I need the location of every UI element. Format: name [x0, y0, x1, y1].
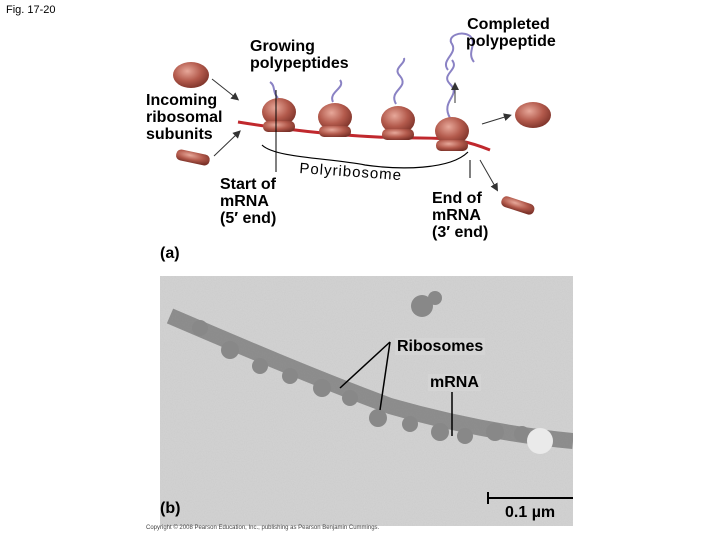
panel-a-label: (a) [160, 245, 180, 262]
polyribosome-diagram [0, 0, 720, 270]
copyright-text: Copyright © 2008 Pearson Education, Inc.… [146, 525, 379, 531]
incoming-large-subunit [173, 62, 209, 88]
released-large-subunit [515, 102, 551, 128]
arrow-released-large [482, 116, 508, 124]
micrograph-mrna-label: mRNA [428, 374, 481, 391]
ribosome-4 [435, 60, 469, 151]
released-small-subunit [500, 195, 536, 216]
scale-bar-label: 0.1 µm [505, 504, 555, 521]
panel-b-label: (b) [160, 500, 180, 517]
ribosome-1 [262, 98, 296, 132]
ribosome-3 [381, 58, 415, 140]
ribosome-2 [318, 80, 352, 137]
incoming-small-subunit [175, 149, 211, 167]
arrow-released-small [480, 160, 496, 188]
ribosomes-label: Ribosomes [395, 338, 485, 355]
electron-micrograph [160, 276, 573, 526]
